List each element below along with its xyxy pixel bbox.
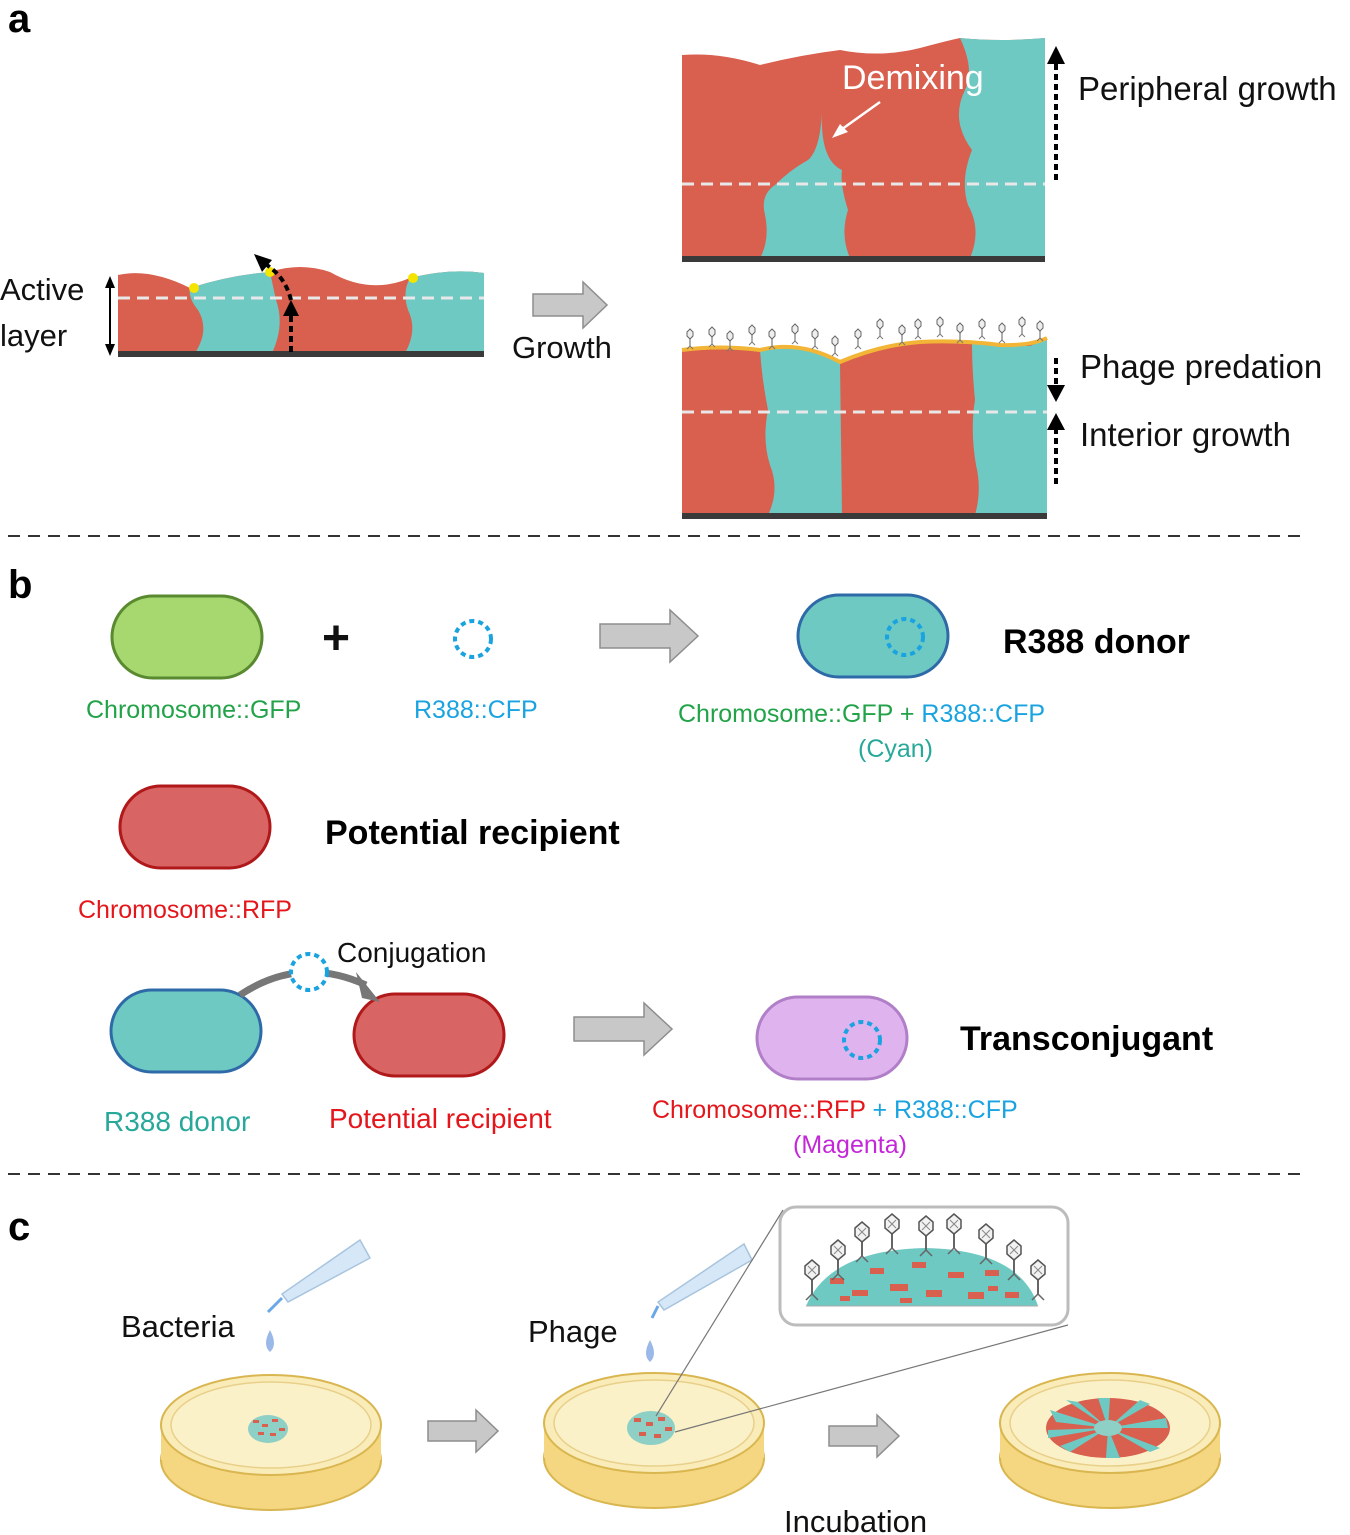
growth-arrow xyxy=(532,280,609,330)
potential-recipient-label: Potential recipient xyxy=(329,1103,552,1134)
phage-pipette xyxy=(646,1242,753,1362)
interior-growth-label: Interior growth xyxy=(1080,416,1291,453)
recipient-cell xyxy=(118,784,272,870)
interior-growth-arrow xyxy=(1047,413,1065,484)
plasmid-icon xyxy=(453,619,493,659)
zoom-line-2 xyxy=(674,1324,1069,1433)
colony-initial xyxy=(118,254,484,357)
donor-plasmid-icon xyxy=(885,617,925,657)
active-layer-label-1: Active xyxy=(0,272,84,307)
colony-phage xyxy=(681,336,1048,519)
bacteria-pipette xyxy=(266,1238,372,1352)
r388-donor-label: R388 donor xyxy=(104,1106,250,1137)
r388-cfp-label: R388::CFP xyxy=(414,696,538,724)
incubation-label: Incubation xyxy=(784,1504,927,1535)
demixing-label: Demixing xyxy=(842,59,984,97)
phage-predation-arrow xyxy=(1047,358,1065,402)
panel-label-a: a xyxy=(8,0,31,41)
r388-donor-title: R388 donor xyxy=(1003,623,1190,661)
conjugation-plasmid-icon xyxy=(289,952,329,992)
bacteria-label: Bacteria xyxy=(121,1309,235,1344)
arrow-b1 xyxy=(599,608,700,664)
petri-dish-3 xyxy=(999,1372,1221,1509)
transconjugant-composition-label: Chromosome::RFP + R388::CFP xyxy=(652,1096,1018,1124)
panel-label-c: c xyxy=(8,1205,30,1249)
grown-colony xyxy=(1046,1398,1170,1458)
peripheral-growth-label: Peripheral growth xyxy=(1078,70,1337,107)
potential-recipient-title: Potential recipient xyxy=(325,814,620,852)
conjugation-arrow-head xyxy=(356,972,380,1002)
panel-label-b: b xyxy=(8,563,32,607)
donor-cell xyxy=(796,593,950,679)
transconjugant-plasmid-icon xyxy=(842,1020,882,1060)
arrow-b2 xyxy=(573,1001,674,1057)
conjugation-recipient-cell xyxy=(352,992,506,1078)
phage-predation-label: Phage predation xyxy=(1080,348,1322,385)
phage-label: Phage xyxy=(528,1314,618,1349)
colony-spot-with-phage xyxy=(627,1411,675,1445)
magenta-label: (Magenta) xyxy=(793,1131,907,1159)
growth-label: Growth xyxy=(512,330,612,365)
active-layer-label-2: layer xyxy=(0,318,67,353)
inset-colony xyxy=(804,1213,1046,1307)
chromosome-gfp-label: Chromosome::GFP xyxy=(86,696,301,724)
gfp-cell xyxy=(110,594,264,680)
conjugation-label: Conjugation xyxy=(337,937,486,968)
plus-sign: + xyxy=(322,612,350,665)
peripheral-growth-arrow xyxy=(1047,46,1065,180)
active-layer-indicator xyxy=(105,276,115,356)
transconjugant-cell xyxy=(755,995,909,1081)
zoom-line-1 xyxy=(655,1209,784,1417)
conjugation-donor-cell xyxy=(109,988,263,1074)
chromosome-rfp-label: Chromosome::RFP xyxy=(78,896,292,924)
petri-dish-2 xyxy=(543,1372,765,1509)
cyan-label: (Cyan) xyxy=(858,735,933,763)
transconjugant-title: Transconjugant xyxy=(960,1020,1213,1058)
donor-composition-label: Chromosome::GFP + R388::CFP xyxy=(678,700,1045,728)
arrow-c2 xyxy=(828,1413,901,1459)
colony-peripheral xyxy=(682,38,1045,262)
arrow-c1 xyxy=(427,1408,500,1454)
petri-dish-1 xyxy=(160,1374,382,1511)
bacteria-spot xyxy=(248,1415,288,1443)
